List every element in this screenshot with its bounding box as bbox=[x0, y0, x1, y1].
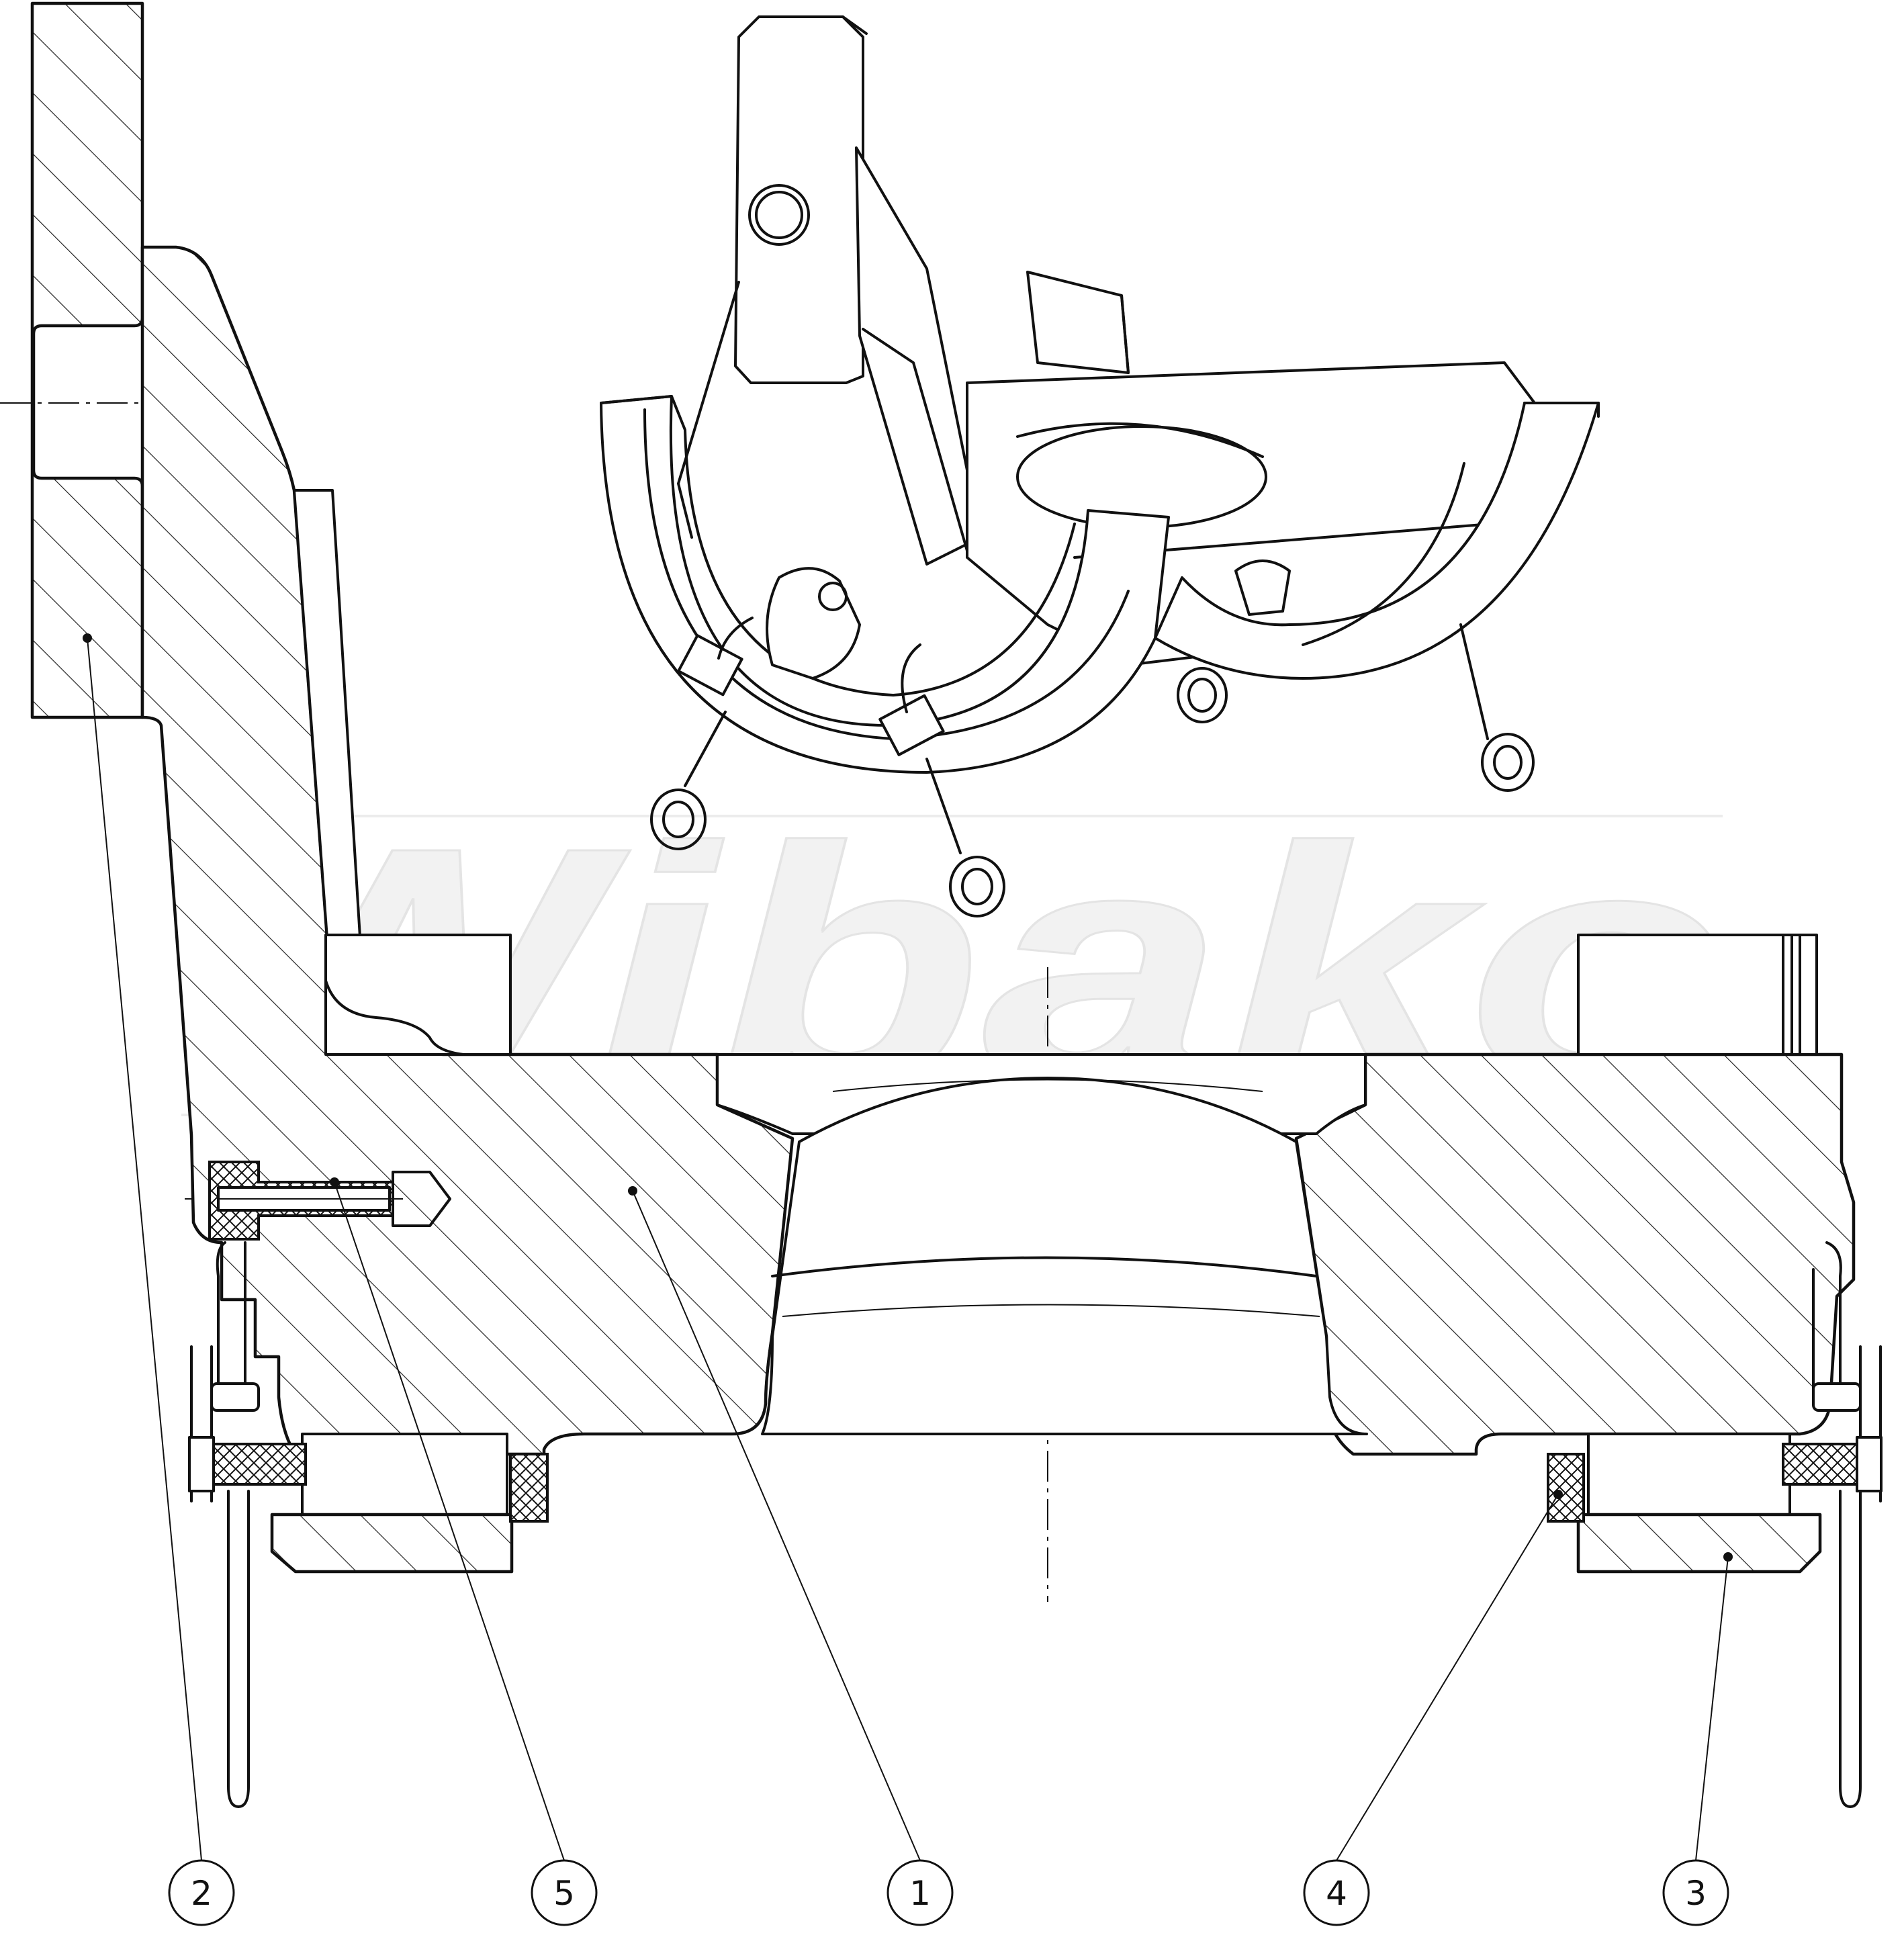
bearing-sleeve-left bbox=[270, 1433, 549, 1574]
callout-2-label: 2 bbox=[191, 1874, 212, 1913]
callout-3-label: 3 bbox=[1685, 1874, 1707, 1913]
callout-5-label: 5 bbox=[553, 1874, 575, 1913]
leader-lines bbox=[83, 633, 1733, 1861]
callout-3: 3 bbox=[1662, 1859, 1729, 1926]
isometric-view bbox=[600, 15, 1600, 917]
guide-plate-left bbox=[30, 1, 144, 719]
bolt bbox=[208, 1161, 451, 1241]
bearing-sleeve-right bbox=[1547, 1433, 1822, 1574]
callout-1-label: 1 bbox=[909, 1874, 931, 1913]
callout-4-label: 4 bbox=[1326, 1874, 1347, 1913]
callout-2: 2 bbox=[168, 1859, 235, 1926]
left-step bbox=[293, 489, 1818, 1056]
side-rail-right bbox=[1782, 1241, 1883, 1808]
side-rail-left bbox=[188, 1241, 307, 1808]
main-body bbox=[140, 245, 1856, 1456]
callout-5: 5 bbox=[531, 1859, 598, 1926]
callout-1: 1 bbox=[887, 1859, 954, 1926]
callout-4: 4 bbox=[1303, 1859, 1370, 1926]
